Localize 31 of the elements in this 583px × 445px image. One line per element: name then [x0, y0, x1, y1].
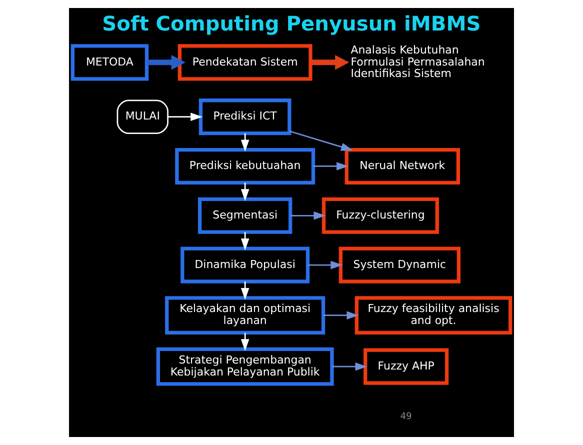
- node-box: Fuzzy-clustering: [322, 197, 439, 234]
- node-box: Prediksi kebutuahan: [175, 148, 316, 185]
- node-box: MULAI: [116, 100, 168, 134]
- node-box: Prediksi ICT: [198, 98, 292, 136]
- node-text: Analasis Kebutuhan Formulasi Permasalahan Identifikasi Sistem: [350, 43, 485, 80]
- arrow: [290, 211, 326, 220]
- arrow: [310, 55, 350, 70]
- node-box: METODA: [70, 44, 149, 81]
- node-box: Segmentasi: [198, 197, 292, 234]
- node-box: Pendekatan Sistem: [178, 44, 312, 81]
- label: 49: [400, 412, 412, 422]
- arrow: [240, 232, 250, 250]
- arrow: [290, 130, 353, 151]
- node-box: Strategi Pengembangan Kebijakan Pelayanan Publik: [156, 347, 334, 386]
- node-box: Fuzzy AHP: [364, 348, 449, 385]
- node-box: Fuzzy feasibility analisis and opt.: [354, 296, 512, 335]
- node-box: System Dynamic: [338, 246, 460, 284]
- arrow: [313, 162, 348, 170]
- diagram-title: Soft Computing Penyusun iMBMS: [102, 12, 481, 36]
- arrow: [240, 182, 250, 202]
- arrow: [240, 133, 250, 152]
- node-box: Nerual Network: [344, 148, 460, 185]
- arrow: [323, 311, 359, 320]
- node-box: Dinamika Populasi: [180, 246, 310, 284]
- arrow: [240, 282, 250, 300]
- arrow: [146, 55, 186, 70]
- node-box: Kelayakan dan optimasi layanan: [165, 296, 326, 335]
- arrow: [240, 332, 250, 352]
- arrow: [332, 362, 368, 371]
- arrow: [308, 260, 343, 270]
- arrow: [168, 112, 202, 122]
